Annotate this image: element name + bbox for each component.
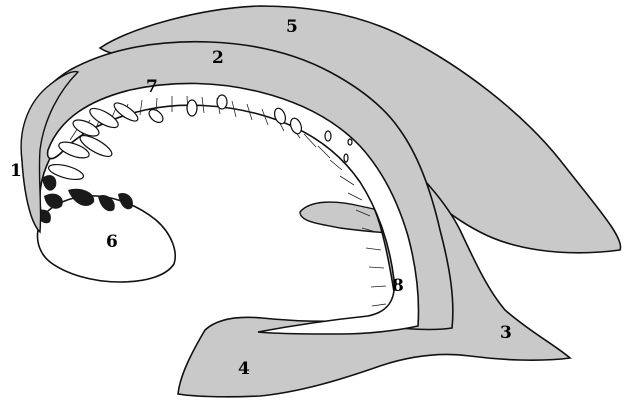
label-1: 1: [10, 161, 22, 181]
label-2: 2: [212, 48, 224, 68]
label-3: 3: [500, 323, 512, 343]
label-6: 6: [106, 232, 118, 252]
label-7: 7: [146, 77, 158, 97]
label-8: 8: [392, 276, 404, 296]
label-4: 4: [238, 359, 250, 379]
label-5: 5: [286, 17, 298, 37]
